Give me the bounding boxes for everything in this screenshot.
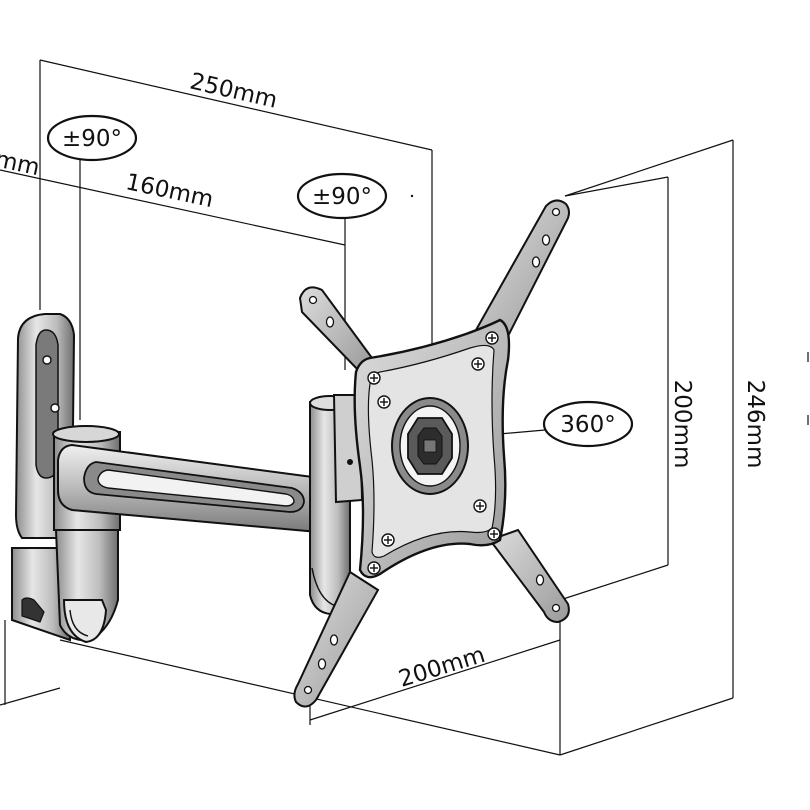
swing-arm bbox=[57, 443, 337, 534]
badge-wall-tilt: ±90° bbox=[46, 114, 138, 162]
dimension-lines bbox=[0, 59, 809, 756]
dim-vesa-height: 200mm bbox=[669, 380, 695, 469]
plate-rotation-label: 360° bbox=[560, 412, 615, 438]
vesa-arm-upper-left bbox=[298, 286, 374, 374]
badge-arm-tilt: ±90° bbox=[296, 172, 388, 220]
vesa-arm-lower-right bbox=[488, 528, 570, 624]
vesa-arm-upper-right bbox=[474, 199, 570, 342]
vesa-arm-lower-left bbox=[293, 570, 380, 708]
dim-vesa-width: 200mm bbox=[396, 642, 488, 693]
vesa-plate bbox=[353, 318, 511, 579]
dim-total-height: 246mm bbox=[742, 380, 768, 469]
dim-cut-left: mm bbox=[0, 146, 42, 181]
badge-plate-rotation: 360° bbox=[542, 400, 634, 448]
dim-arm-reach: 250mm bbox=[187, 69, 279, 114]
wall-tilt-label: ±90° bbox=[62, 126, 122, 152]
arm-tilt-label: ±90° bbox=[312, 184, 372, 210]
